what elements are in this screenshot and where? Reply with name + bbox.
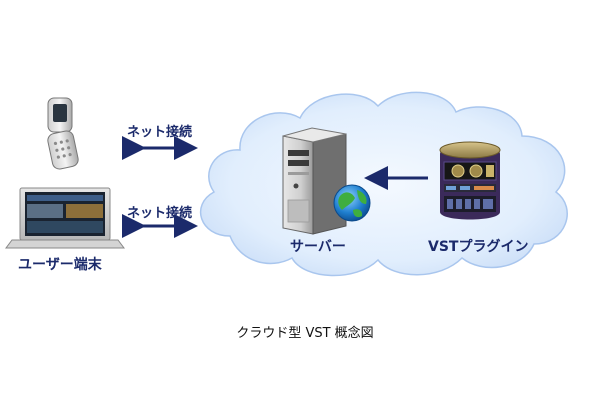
diagram-caption: クラウド型 VST 概念図 — [236, 326, 374, 341]
net-connection-label-bottom: ネット接続 — [127, 206, 193, 221]
vst-plugin-label: VSTプラグイン — [428, 239, 529, 255]
server-label: サーバー — [290, 239, 346, 255]
user-terminal-label: ユーザー端末 — [18, 257, 102, 273]
net-connection-label-top: ネット接続 — [127, 125, 193, 140]
laptop-icon — [5, 187, 125, 249]
globe-icon — [333, 184, 371, 222]
flip-phone-icon — [47, 97, 79, 170]
server-tower-icon — [282, 127, 347, 235]
audio-plugin-icon — [439, 141, 501, 220]
